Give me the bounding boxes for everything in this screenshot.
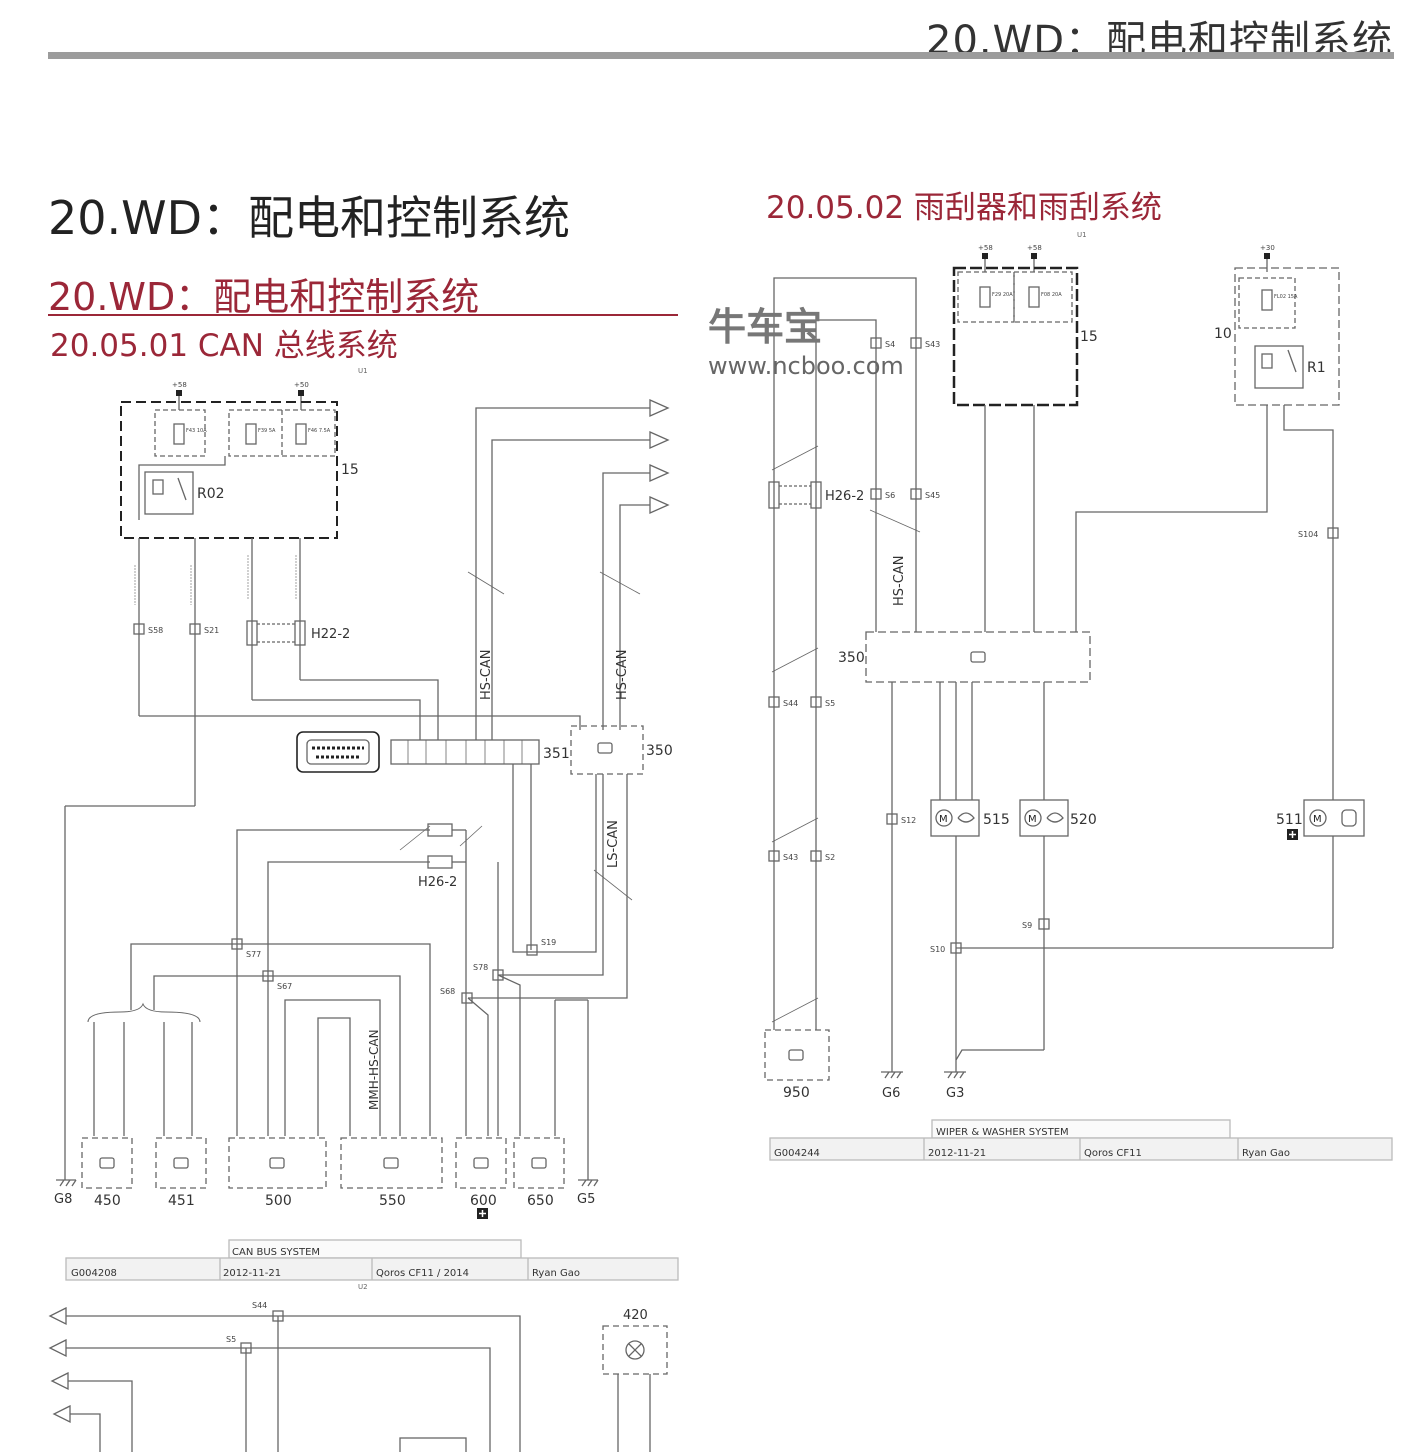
can2-module-420: 420 [623,1308,648,1323]
wiper-splice-s43: S43 [925,340,940,349]
fuse-f46: F46 7.5A [308,428,331,434]
wiper-splice-s43b: S43 [783,853,798,862]
module-550: 550 [379,1193,406,1209]
module-451: 451 [168,1193,195,1209]
wiper-splice-s9: S9 [1022,921,1032,930]
wiper-splice-s10: S10 [930,945,945,954]
splice-s77: S77 [246,950,261,959]
splice-s21: S21 [204,626,219,635]
splice-s58: S58 [148,626,163,635]
can2-page-ref: U2 [358,1283,368,1291]
wiper-author: Ryan Gao [1242,1148,1290,1159]
splice-s78: S78 [473,963,488,972]
fuse-f43: F43 10A [186,428,207,434]
can-system-name: CAN BUS SYSTEM [232,1247,320,1258]
bus-label-ls-can: LS-CAN [606,820,621,868]
wiper-splice-s2: S2 [825,853,835,862]
wiper-model: Qoros CF11 [1084,1148,1142,1159]
wiper-module-350: 350 [838,650,865,666]
section-title: 20.WD：配电和控制系统 [48,275,480,319]
can-section-heading: 20.05.01 CAN 总线系统 [50,328,398,364]
wiper-splice-s12: S12 [901,816,916,825]
fuse-f08: F08 20A [1041,292,1062,298]
bus-label-hs-can-1: HS-CAN [479,650,494,700]
wiper-doc-id: G004244 [774,1148,820,1159]
wiper-box-10: 10 [1214,326,1232,342]
watermark-brand: 牛车宝 [708,305,823,349]
motor-515: 515 [983,812,1010,828]
can-page-ref: U1 [358,367,368,375]
wiper-connector-h26-2: H26-2 [825,489,864,504]
wiper-page-ref: U1 [1077,231,1087,239]
can-power-50: +50 [294,381,309,389]
gateway-350: 350 [646,743,673,759]
page-title: 20.WD：配电和控制系统 [48,191,571,245]
wiper-washer-diagram: U1 +58 +58 +30 F29 20A F08 20A 15 FL02 1… [764,231,1393,1161]
wiper-power-3: +30 [1260,244,1275,252]
relay-r02: R02 [197,486,225,502]
ground-g5: G5 [577,1192,595,1207]
svg-text:M: M [939,814,948,825]
can2-splice-s44: S44 [252,1301,267,1310]
section-divider [48,314,678,316]
connector-h26-2: H26-2 [418,875,457,890]
module-500: 500 [265,1193,292,1209]
splice-s68: S68 [440,987,455,996]
can-model: Qoros CF11 / 2014 [376,1268,469,1279]
ground-g8: G8 [54,1192,72,1207]
motor-511: 511 [1276,812,1303,828]
diag-connector-351: 351 [543,746,570,762]
svg-text:M: M [1313,814,1322,825]
header-divider [48,52,1394,59]
splice-s67: S67 [277,982,292,991]
wiper-bus-label: HS-CAN [892,556,907,606]
wiper-splice-s45: S45 [925,491,940,500]
can-author: Ryan Gao [532,1268,580,1279]
fuse-fl02: FL02 15A [1274,294,1298,300]
wiper-splice-s4: S4 [885,340,895,349]
can-doc-id: G004208 [71,1268,117,1279]
wiper-power-2: +58 [1027,244,1042,252]
module-600: 600 [470,1193,497,1209]
can-date: 2012-11-21 [223,1268,281,1279]
can-bus-diagram: U1 +58 +50 15 F43 10A F39 5A F46 7.5A R0… [48,367,679,1452]
wiper-splice-s44: S44 [783,699,798,708]
fuse-f29: F29 20A [992,292,1013,298]
module-450: 450 [94,1193,121,1209]
wiper-section-heading: 20.05.02 雨刮器和雨刮系统 [766,190,1162,226]
bus-label-hs-can-2: HS-CAN [615,650,630,700]
can2-splice-s5: S5 [226,1335,236,1344]
ground-g3: G3 [946,1086,964,1101]
wiper-power-1: +58 [978,244,993,252]
relay-r1: R1 [1307,360,1326,376]
wiper-splice-s5: S5 [825,699,835,708]
motor-520: 520 [1070,812,1097,828]
module-650: 650 [527,1193,554,1209]
wiper-splice-s6: S6 [885,491,895,500]
wiper-box-15: 15 [1080,329,1098,345]
wiper-module-950: 950 [783,1085,810,1101]
svg-text:M: M [1028,814,1037,825]
wiper-splice-s104: S104 [1298,530,1318,539]
splice-s19: S19 [541,938,556,947]
can-box-label: 15 [341,462,359,478]
connector-h22-2: H22-2 [311,627,350,642]
fuse-f39: F39 5A [258,428,276,434]
can-power-58: +58 [172,381,187,389]
bus-label-mmh: MMH-HS-CAN [367,1029,381,1110]
wiper-date: 2012-11-21 [928,1148,986,1159]
ground-g6: G6 [882,1086,900,1101]
watermark-url: www.ncboo.com [708,352,904,380]
wiper-system-name: WIPER & WASHER SYSTEM [936,1127,1069,1138]
